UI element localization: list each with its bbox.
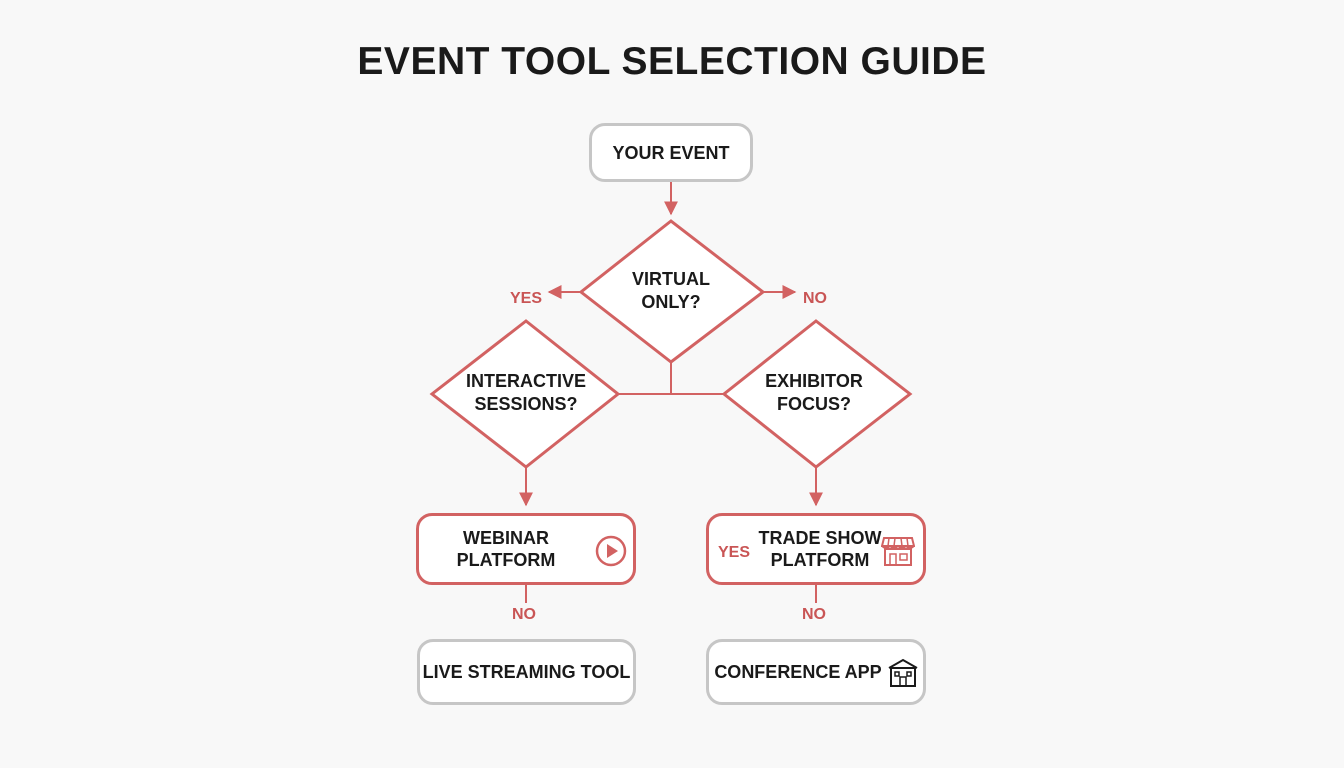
decision-virtual-line1: VIRTUAL [632, 269, 710, 289]
webinar-platform-node: WEBINAR PLATFORM [416, 513, 636, 585]
play-icon [595, 535, 627, 567]
branch-webinar-no: NO [512, 606, 536, 623]
storefront-icon [881, 537, 915, 566]
conference-app-label: CONFERENCE APP [714, 662, 882, 682]
decision-interactive-line1: INTERACTIVE [465, 371, 586, 391]
webinar-platform-label: WEBINAR PLATFORM [457, 527, 556, 571]
branch-virtual-no: NO [803, 290, 827, 307]
decision-interactive-line2: SESSIONS? [474, 394, 578, 414]
page-title: EVENT TOOL SELECTION GUIDE [357, 40, 987, 83]
decision-interactive: INTERACTIVE SESSIONS? [446, 370, 606, 416]
start-node: YOUR EVENT [589, 123, 753, 182]
webinar-platform-line1: WEBINAR [463, 528, 549, 548]
live-streaming-node: LIVE STREAMING TOOL [417, 639, 636, 705]
building-icon [888, 658, 918, 687]
webinar-platform-line2: PLATFORM [456, 550, 556, 570]
tradeshow-platform-line2: PLATFORM [770, 550, 870, 570]
decision-exhibitor-line1: EXHIBITOR [765, 371, 863, 391]
branch-tradeshow-no: NO [802, 606, 826, 623]
tradeshow-platform-label: TRADE SHOW PLATFORM [759, 527, 882, 571]
live-streaming-label: LIVE STREAMING TOOL [422, 662, 631, 682]
branch-tradeshow-yes: YES [718, 544, 751, 561]
decision-virtual: VIRTUAL ONLY? [601, 268, 741, 314]
branch-virtual-yes: YES [510, 290, 543, 307]
start-node-label: YOUR EVENT [612, 142, 730, 163]
tradeshow-platform-line1: TRADE SHOW [758, 528, 882, 548]
tradeshow-platform-node: YES TRADE SHOW PLATFORM [706, 513, 926, 585]
conference-app-node: CONFERENCE APP [706, 639, 926, 705]
decision-exhibitor: EXHIBITOR FOCUS? [744, 370, 884, 416]
decision-exhibitor-line2: FOCUS? [777, 394, 851, 414]
decision-virtual-line2: ONLY? [641, 292, 701, 312]
